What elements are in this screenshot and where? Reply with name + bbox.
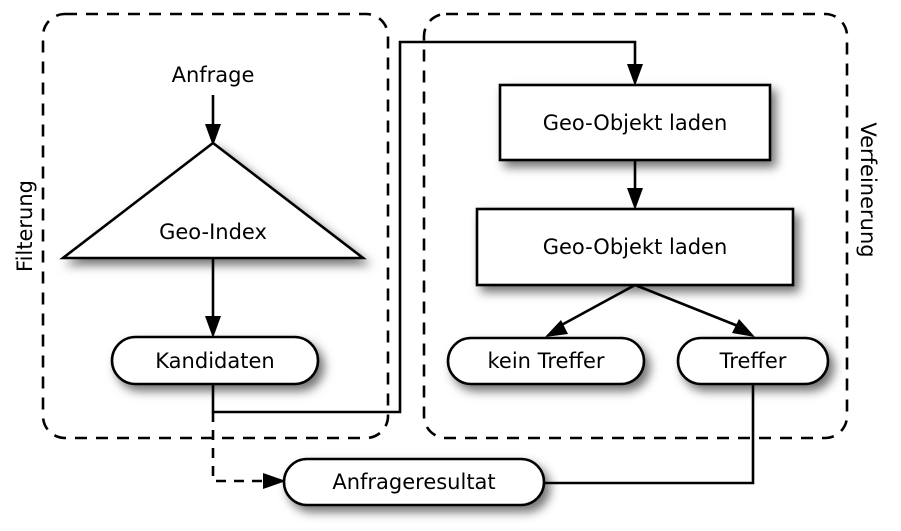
node-anfrageresultat: Anfrageresultat: [282, 457, 546, 507]
treffer-stadium-shape: [676, 336, 830, 386]
kein-treffer-stadium-shape: [446, 336, 646, 386]
anfrageresultat-stadium-shape: [282, 457, 546, 507]
kandidaten-stadium-shape: [110, 335, 320, 386]
node-kandidaten: Kandidaten: [110, 335, 320, 386]
edge-kandidaten-to-anfrageresultat: [211, 412, 265, 483]
node-treffer-label: Treffer: [719, 349, 787, 373]
arrowhead-kandidaten-to-anfrageresultat: [263, 473, 286, 489]
node-geo-index-label: Geo-Index: [159, 220, 267, 244]
arrowhead-kandidaten-to-geoobjekt1: [627, 64, 643, 86]
node-geo-objekt-laden-1-label: Geo-Objekt laden: [543, 111, 728, 135]
node-geo-objekt-laden-2-label: Geo-Objekt laden: [543, 235, 728, 259]
node-kandidaten-label: Kandidaten: [155, 349, 274, 373]
arrowhead-geoobjekt1-to-geoobjekt2: [627, 188, 643, 210]
geo-objekt-laden-1-rect-shape: [498, 83, 772, 162]
node-anfrageresultat-label: Anfrageresultat: [332, 470, 495, 494]
group-label-filterung: Filterung: [13, 180, 37, 272]
group-label-verfeinerung: Verfeinerung: [856, 122, 880, 257]
arrowhead-geoobjekt2-to-treffer: [732, 319, 755, 337]
geo-index-triangle-shape: [59, 141, 367, 260]
arrowhead-anfrage-to-geoindex: [205, 124, 221, 146]
geo-objekt-laden-2-rect-shape: [475, 207, 795, 287]
edge-geoobjekt2-to-keintreffer: [555, 283, 636, 330]
node-geo-objekt-laden-2: Geo-Objekt laden: [475, 207, 795, 287]
node-kein-treffer-label: kein Treffer: [487, 349, 604, 373]
arrowhead-geoindex-to-kandidaten: [205, 316, 221, 338]
node-treffer: Treffer: [676, 336, 830, 386]
edge-geoobjekt2-to-treffer: [634, 283, 744, 330]
edge-treffer-to-anfrageresultat: [544, 384, 755, 485]
edge-kandidaten-to-geoobjekt1: [211, 40, 637, 414]
arrowhead-geoobjekt2-to-keintreffer: [545, 320, 568, 337]
group-verfeinerung-box: [422, 12, 849, 440]
group-filterung-box: [41, 12, 390, 440]
node-anfrage-label: Anfrage: [172, 63, 255, 87]
node-geo-objekt-laden-1: Geo-Objekt laden: [498, 83, 772, 162]
node-kein-treffer: kein Treffer: [446, 336, 646, 386]
node-geo-index: Geo-Index: [59, 141, 367, 260]
